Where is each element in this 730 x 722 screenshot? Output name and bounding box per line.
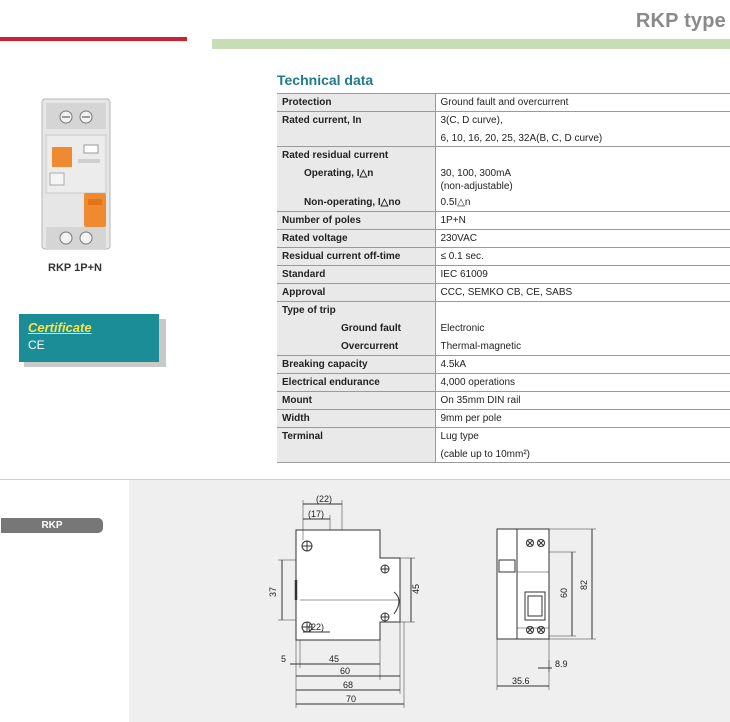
certificate-value: CE [28, 338, 45, 352]
spec-label: Breaking capacity [277, 355, 435, 374]
spec-label: Ground fault [277, 319, 435, 338]
spec-value: 230VAC [434, 229, 730, 248]
spec-label: Rated voltage [277, 229, 435, 248]
spec-row: Terminal Lug type (cable up to 10mm²) [277, 427, 730, 463]
spec-value-cell: 3(C, D curve), 6, 10, 16, 20, 25, 32A(B, … [434, 111, 730, 147]
header-green-band [212, 39, 730, 49]
spec-value: 4,000 operations [434, 373, 730, 392]
spec-label: Operating, I△n [277, 164, 435, 194]
spec-value: Thermal-magnetic [434, 337, 730, 356]
spec-value-line2: (non-adjustable) [440, 180, 513, 192]
spec-row: Residual current off-time≤ 0.1 sec. [277, 247, 730, 266]
spec-label: Rated current, In [277, 111, 435, 147]
spec-value-cell: 30, 100, 300mA(non-adjustable) [434, 164, 730, 194]
spec-value: Lug type [440, 431, 479, 442]
dim-label: 8.9 [555, 659, 568, 669]
spec-label: Mount [277, 391, 435, 410]
spec-label: Terminal [277, 427, 435, 463]
dim-label: 45 [329, 654, 339, 664]
certificate-label: Certificate [28, 320, 92, 335]
spec-label: Protection [277, 93, 435, 112]
dim-label: 70 [346, 694, 356, 704]
certificate-box: Certificate CE [19, 314, 159, 362]
spec-value: 30, 100, 300mA [440, 167, 512, 179]
spec-value-cell: Lug type (cable up to 10mm²) [434, 427, 730, 463]
spec-value-line2: 6, 10, 16, 20, 25, 32A(B, C, D curve) [440, 133, 603, 144]
spec-label: Electrical endurance [277, 373, 435, 392]
spec-label: Non-operating, I△no [277, 193, 435, 212]
header-red-rule [0, 37, 187, 41]
spec-row: Rated current, In 3(C, D curve), 6, 10, 16… [277, 111, 730, 147]
spec-row: Rated residual current [277, 146, 730, 165]
dim-label: (22) [316, 494, 332, 504]
spec-row: Type of trip [277, 301, 730, 320]
spec-value-line2: (cable up to 10mm²) [440, 449, 530, 460]
page-title: RKP type [635, 10, 726, 32]
dim-label: 5 [281, 654, 286, 664]
dim-label: 37 [268, 587, 278, 597]
section-divider [0, 479, 730, 480]
dim-label: 68 [343, 680, 353, 690]
spec-value [434, 146, 730, 165]
spec-value: 4.5kA [434, 355, 730, 374]
spec-label: Number of poles [277, 211, 435, 230]
section-tag: RKP [1, 518, 103, 533]
spec-label: Overcurrent [277, 337, 435, 356]
spec-value: 0.5I△n [434, 193, 730, 212]
spec-value: On 35mm DIN rail [434, 391, 730, 410]
dimension-panel [129, 480, 730, 722]
dim-label: (22) [308, 622, 324, 632]
product-caption: RKP 1P+N [48, 262, 102, 274]
dim-label: 60 [340, 666, 350, 676]
technical-data-title: Technical data [277, 72, 374, 88]
spec-value: Ground fault and overcurrent [434, 93, 730, 112]
spec-value: 3(C, D curve), [440, 115, 503, 126]
spec-label: Width [277, 409, 435, 428]
spec-value: CCC, SEMKO CB, CE, SABS [434, 283, 730, 302]
spec-value: IEC 61009 [434, 265, 730, 284]
spec-label: Residual current off-time [277, 247, 435, 266]
dim-label: 82 [579, 580, 589, 590]
spec-value [434, 301, 730, 320]
spec-value: 9mm per pole [434, 409, 730, 428]
dim-label: 60 [559, 588, 569, 598]
spec-value: Electronic [434, 319, 730, 338]
dim-label: 45 [411, 584, 421, 594]
spec-value: 1P+N [434, 211, 730, 230]
spec-label: Standard [277, 265, 435, 284]
dim-label: 35.6 [512, 676, 530, 686]
spec-label: Type of trip [277, 301, 435, 320]
spec-label: Approval [277, 283, 435, 302]
spec-value: ≤ 0.1 sec. [434, 247, 730, 266]
spec-label: Rated residual current [277, 146, 435, 165]
dim-label: (17) [308, 509, 324, 519]
product-image [41, 98, 111, 250]
